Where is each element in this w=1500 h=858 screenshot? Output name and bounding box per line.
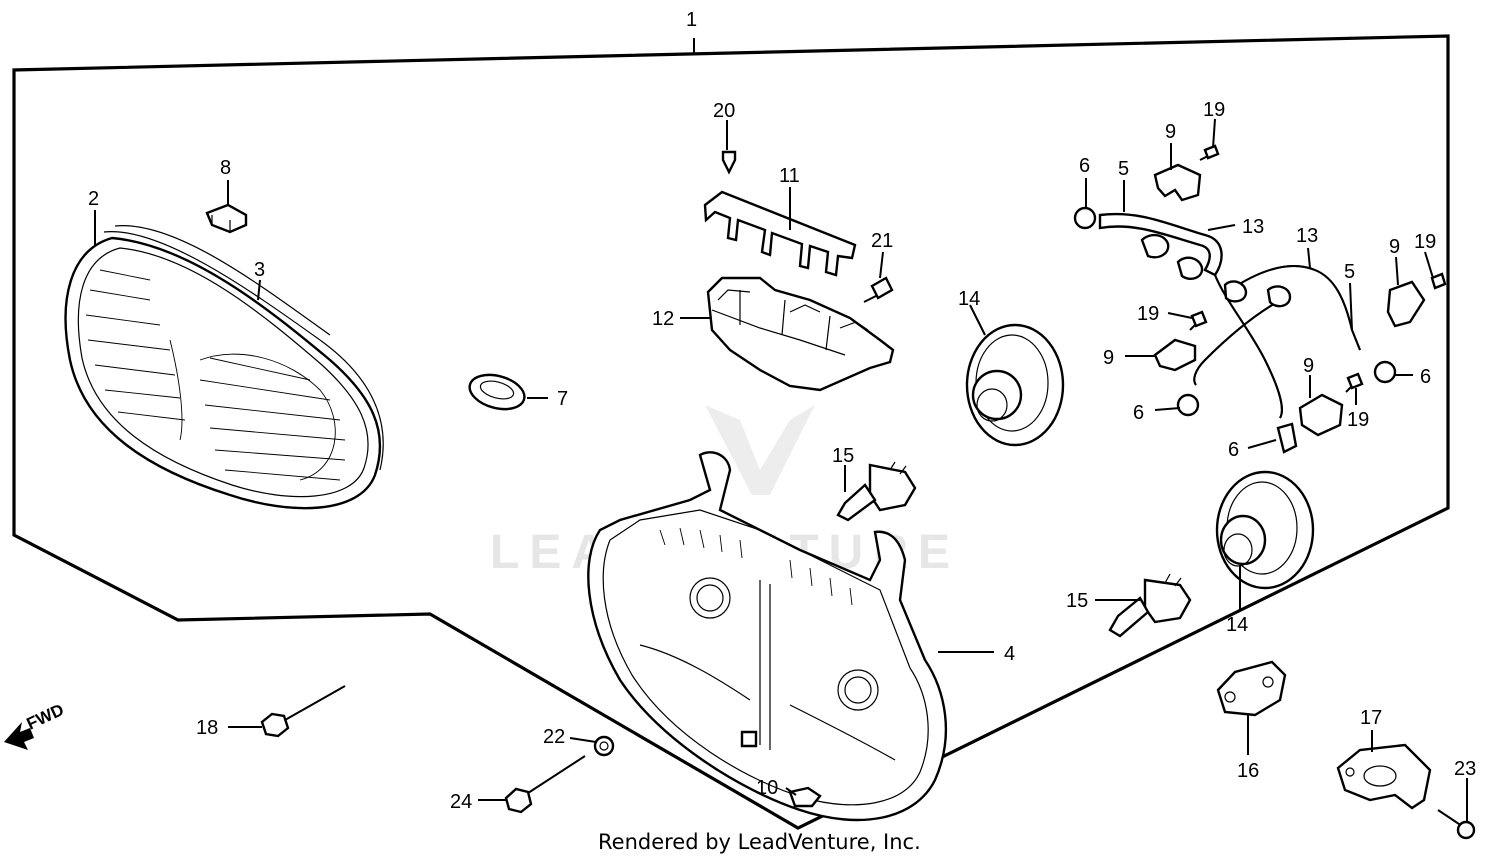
callout-24: 24 <box>450 791 472 813</box>
bulb-boot-14-lower <box>1215 470 1315 590</box>
screw-19-a <box>1199 144 1220 161</box>
callout-21: 21 <box>871 230 893 252</box>
screw-20 <box>721 150 737 175</box>
assembly-boundary <box>12 34 1450 830</box>
headlight-case-4 <box>587 451 948 822</box>
clamp-9-c <box>1153 338 1197 372</box>
callout-5-b: 5 <box>1344 261 1355 283</box>
callout-9-c: 9 <box>1103 347 1114 369</box>
clip-10 <box>788 786 822 808</box>
grommet-7 <box>468 373 526 411</box>
callout-22: 22 <box>543 726 565 748</box>
render-credit: Rendered by LeadVenture, Inc. <box>598 830 921 854</box>
callout-4: 4 <box>1004 643 1015 665</box>
bulb-15-upper <box>836 461 917 522</box>
bolt-24 <box>504 755 586 814</box>
callout-15-b: 15 <box>1066 590 1088 612</box>
callout-labels: 1 2 3 4 5 5 6 6 6 6 7 8 9 9 9 9 10 11 12… <box>88 9 1476 813</box>
callout-6-a: 6 <box>1079 155 1090 177</box>
screw-21 <box>863 276 894 303</box>
callout-15-a: 15 <box>832 445 854 467</box>
leader-lines <box>94 118 1468 822</box>
callout-6-d: 6 <box>1228 439 1239 461</box>
forward-direction-indicator: FWD <box>4 700 67 750</box>
callout-9-b: 9 <box>1389 236 1400 258</box>
nut-6-a <box>1073 206 1097 230</box>
direction-label: FWD <box>24 700 67 734</box>
screw-19-d <box>1345 372 1364 393</box>
bracket-16 <box>1216 660 1287 717</box>
bolt-18 <box>260 685 346 738</box>
clamp-9-b <box>1386 280 1426 328</box>
socket-block-12 <box>706 276 895 392</box>
callout-19-a: 19 <box>1203 99 1225 121</box>
washer-22 <box>593 735 615 757</box>
nut-6-c <box>1176 393 1200 417</box>
callout-7: 7 <box>557 388 568 410</box>
screw-19-b <box>1430 272 1447 290</box>
clamp-9-d <box>1298 393 1344 437</box>
callout-19-d: 19 <box>1347 409 1369 431</box>
callout-9-d: 9 <box>1303 355 1314 377</box>
callout-6-c: 6 <box>1133 402 1144 424</box>
callout-12: 12 <box>652 308 674 330</box>
nut-6-b <box>1373 360 1397 384</box>
callout-16: 16 <box>1237 760 1259 782</box>
clip-8 <box>205 203 248 234</box>
callout-23: 23 <box>1454 758 1476 780</box>
headlight-lens <box>64 225 384 510</box>
callout-14-a: 14 <box>958 288 980 310</box>
callout-5-a: 5 <box>1118 158 1129 180</box>
case-ribs <box>659 527 853 606</box>
callout-8: 8 <box>220 157 231 179</box>
lens-texture <box>85 269 346 481</box>
bolt-23 <box>1437 809 1476 840</box>
callout-10: 10 <box>756 777 778 799</box>
callout-19-b: 19 <box>1414 231 1436 253</box>
callout-14-b: 14 <box>1226 614 1248 636</box>
callout-6-b: 6 <box>1420 366 1431 388</box>
callout-3: 3 <box>254 259 265 281</box>
bulb-boot-14-upper <box>965 323 1065 447</box>
clamp-9-a <box>1153 163 1202 202</box>
callout-13-b: 13 <box>1296 225 1318 247</box>
callout-20: 20 <box>713 100 735 122</box>
callout-19-c: 19 <box>1137 303 1159 325</box>
nut-6-d <box>1276 422 1298 454</box>
bulb-15-lower <box>1108 573 1192 638</box>
callout-17: 17 <box>1360 707 1382 729</box>
callout-9-a: 9 <box>1165 121 1176 143</box>
callout-18: 18 <box>196 717 218 739</box>
screw-19-c <box>1189 310 1208 331</box>
assembly-number: 1 <box>686 9 697 31</box>
callout-2: 2 <box>88 188 99 210</box>
callout-13-a: 13 <box>1242 216 1264 238</box>
bracket-11 <box>703 190 857 277</box>
stay-17 <box>1336 743 1432 810</box>
callout-11: 11 <box>779 165 800 187</box>
wiring-harness <box>1098 212 1361 419</box>
